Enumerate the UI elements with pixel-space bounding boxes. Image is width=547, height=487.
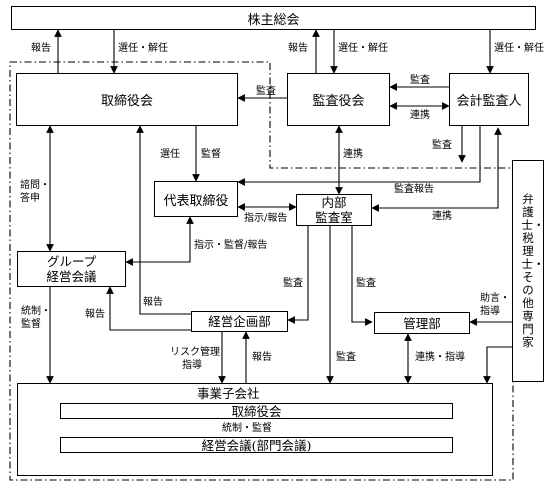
label-collab-c: 連携: [432, 211, 452, 222]
label-advice-1: 助言・: [480, 293, 510, 304]
sub-meeting-box: 経営会議(部門会議): [60, 437, 453, 453]
label-report-sh-board: 報告: [31, 43, 51, 54]
accounting-auditor-box: 会計監査人: [449, 73, 529, 126]
label-collab-instruct: 連携・指導: [415, 352, 465, 363]
label-audit-c: 監査: [283, 278, 303, 289]
label-elect-board: 選任・解任: [118, 43, 168, 54]
group-management-line-1: グループ: [46, 254, 97, 269]
representative-director-box: 代表取締役: [154, 181, 238, 217]
internal-audit-line-2: 監査室: [315, 210, 353, 225]
label-report-group: 報告: [85, 309, 105, 320]
label-instruct-report: 指示/報告: [244, 213, 288, 224]
label-risk-mgmt-1: リスク管理: [170, 347, 220, 358]
planning-box: 経営企画部: [191, 311, 288, 332]
label-control-sup-2: 監督: [21, 319, 41, 330]
label-audit-board-line: 監査: [256, 86, 276, 97]
label-audit-d: 監査: [356, 278, 376, 289]
label-risk-mgmt-2: 指導: [182, 360, 202, 371]
edge-report-group: [106, 286, 191, 331]
label-instruct-supervise: 指示・監督/報告: [194, 240, 268, 251]
group-management-line-2: 経営会議: [46, 269, 97, 284]
board-box: 取締役会: [16, 73, 238, 126]
label-consult-2: 答申: [20, 193, 40, 204]
label-collab-b: 連携: [343, 149, 363, 160]
shareholders-box: 株主総会: [11, 6, 536, 30]
label-elect-rep: 選任: [160, 149, 180, 160]
label-report-sh-audit: 報告: [288, 43, 308, 54]
label-consult-1: 諮問・: [20, 180, 50, 191]
edge-collab-c: [371, 127, 502, 212]
label-audit-a: 監査: [410, 75, 430, 86]
subsidiary-label: 事業子会社: [197, 386, 260, 401]
audit-board-box: 監査役会: [287, 73, 390, 126]
advisors-box: 弁護士・税理士・その他専門家: [512, 160, 545, 382]
subsidiary-box: [17, 383, 493, 476]
label-audit-b: 監査: [432, 140, 452, 151]
edge-advisor-sub: [483, 346, 512, 384]
label-supervise-rep: 監督: [201, 149, 221, 160]
label-advice-2: 指導: [480, 306, 500, 317]
edge-report-plan-board: [136, 125, 191, 315]
sub-board-box: 取締役会: [60, 403, 453, 419]
label-audit-e: 監査: [336, 352, 356, 363]
label-collab-a: 連携: [410, 110, 430, 121]
edge-instruct-supervise: [125, 216, 194, 266]
label-elect-audit: 選任・解任: [338, 43, 388, 54]
internal-audit-line-1: 内部: [321, 195, 347, 210]
edge-audit-d: [351, 226, 373, 326]
label-control-sup-1: 統制・: [21, 306, 51, 317]
group-management-box: グループ 経営会議: [17, 251, 126, 287]
label-elect-acct: 選任・解任: [494, 43, 544, 54]
internal-audit-box: 内部 監査室: [296, 194, 372, 226]
advisors-label: 弁護士・税理士・その他専門家: [521, 192, 545, 349]
label-report-sub-plan: 報告: [252, 352, 272, 363]
label-report-plan-board: 報告: [143, 297, 163, 308]
edge-audit-c: [287, 226, 309, 324]
management-dept-box: 管理部: [374, 312, 470, 334]
label-control-sup-inner: 統制・監督: [222, 423, 272, 434]
label-audit-report: 監査報告: [394, 184, 434, 195]
